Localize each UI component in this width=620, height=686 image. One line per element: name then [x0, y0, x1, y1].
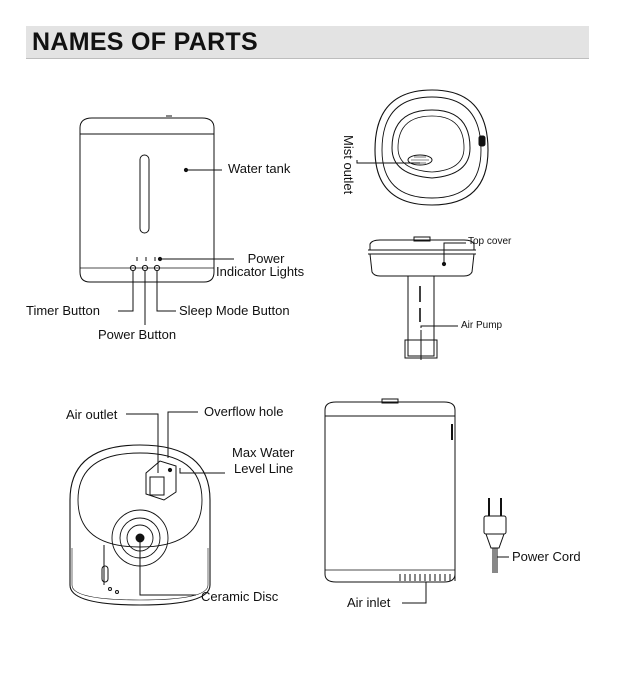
power-cord-icon: [484, 498, 506, 573]
water-level-window: [140, 155, 149, 233]
label-air-pump: Air Pump: [461, 320, 502, 332]
label-sleep-mode-button: Sleep Mode Button: [179, 303, 290, 319]
label-power-button: Power Button: [98, 327, 176, 343]
top-cover-assembly: [368, 237, 476, 360]
label-max-water-2: Level Line: [234, 461, 293, 477]
front-view-humidifier: [80, 116, 234, 325]
label-power-cord: Power Cord: [512, 549, 581, 565]
label-power-indicator-2: Indicator Lights: [216, 264, 304, 280]
label-overflow-hole: Overflow hole: [204, 404, 283, 420]
label-water-tank: Water tank: [228, 161, 290, 177]
label-air-inlet: Air inlet: [347, 595, 390, 611]
label-timer-button: Timer Button: [26, 303, 100, 319]
label-max-water-1: Max Water: [232, 445, 294, 461]
air-inlet-icon: [400, 574, 455, 581]
base-view-humidifier: [70, 412, 225, 605]
label-ceramic-disc: Ceramic Disc: [201, 589, 278, 605]
label-mist-outlet: Mist outlet: [340, 135, 356, 194]
label-top-cover: Top cover: [468, 236, 511, 248]
top-view-humidifier: [357, 90, 488, 205]
ceramic-disc-icon: [136, 534, 144, 542]
side-view-humidifier: [325, 399, 509, 603]
indicator-lights: [137, 257, 155, 261]
label-air-outlet: Air outlet: [66, 407, 117, 423]
